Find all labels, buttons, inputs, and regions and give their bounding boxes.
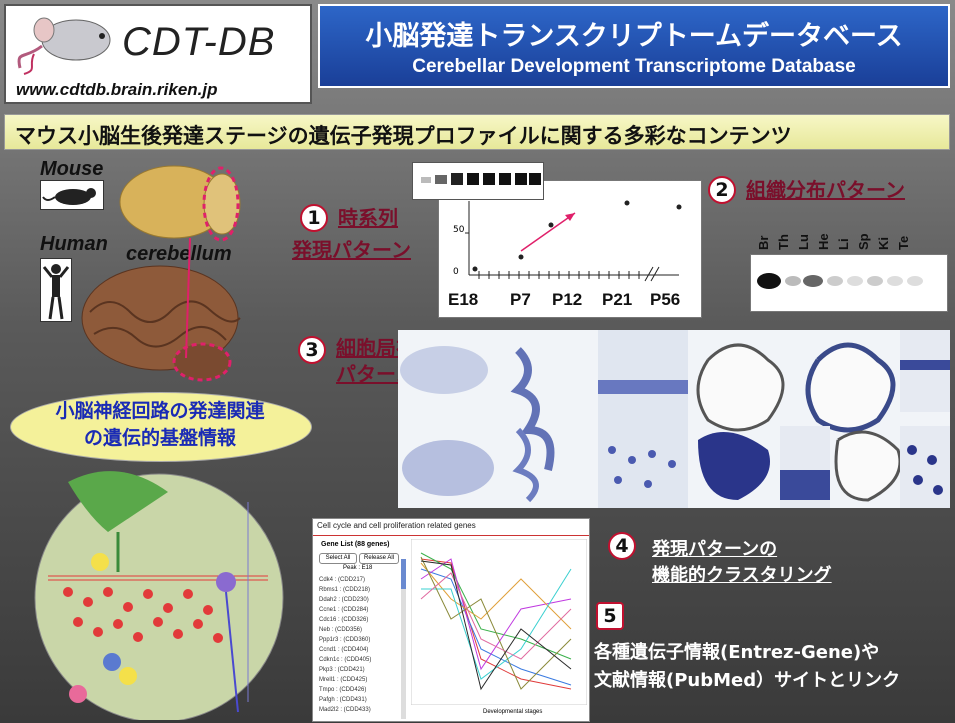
list-item[interactable]: Pafgh : (CDD431) xyxy=(319,697,367,703)
human-silhouette-icon xyxy=(40,258,72,322)
mouse-brain-image xyxy=(119,165,241,242)
logo-url-link[interactable]: www.cdtdb.brain.riken.jp xyxy=(16,80,218,99)
item-2-link[interactable]: 組織分布パターン xyxy=(746,178,905,202)
info-oval xyxy=(10,392,312,462)
x-tick-e18: E18 xyxy=(448,290,479,309)
mouse-label: Mouse xyxy=(40,158,104,180)
peak-label: Peak : E18 xyxy=(343,565,373,571)
x-tick-p7: P7 xyxy=(510,290,531,309)
list-item[interactable]: Ppp1r3 : (CDD360) xyxy=(319,637,371,643)
list-item[interactable]: Ccnd1 : (CDD404) xyxy=(319,647,369,653)
connector-line xyxy=(185,238,191,358)
logo-title: CDT-DB xyxy=(122,20,276,64)
x-axis-label: Developmental stages xyxy=(483,709,543,715)
item-1-link[interactable]: 時系列 xyxy=(338,206,398,230)
info-oval-text: 小脳神経回路の発達関連 の遺伝的基盤情報 xyxy=(10,398,310,452)
subtitle-text: マウス小脳生後発達ステージの遺伝子発現プロファイルに関する多彩なコンテンツ xyxy=(15,124,792,148)
x-tick-p21: P21 xyxy=(602,290,633,309)
y-tick-50: 50 xyxy=(453,225,465,235)
item-1-link-line2[interactable]: 発現パターン xyxy=(292,238,411,262)
y-tick-0: 0 xyxy=(453,267,459,277)
list-item[interactable]: Pkp3 : (CDD421) xyxy=(319,667,365,673)
list-item[interactable]: Cdkn1c : (CDD405) xyxy=(319,657,372,663)
list-item[interactable]: Mrell1 : (CDD425) xyxy=(319,677,368,683)
app-title: Cell cycle and cell proliferation relate… xyxy=(317,521,476,530)
page-title: 小脳発達トランスクリプトームデータベース xyxy=(365,21,903,52)
item-3-number: 3 xyxy=(298,336,326,364)
tissue-br: Br xyxy=(756,235,771,250)
select-all-button[interactable]: Select All xyxy=(319,553,357,564)
tissue-th: Th xyxy=(776,234,791,250)
list-scrollbar[interactable] xyxy=(401,559,406,719)
tissue-sp: Sp xyxy=(856,233,871,250)
title-banner: 小脳発達トランスクリプトームデータベース Cerebellar Developm… xyxy=(318,4,950,88)
gene-list: Cdk4 : (CDD217) Rbms1 : (CDD218) Ddah2 :… xyxy=(319,575,399,715)
list-item[interactable]: Mad2l2 : (CDD433) xyxy=(319,707,371,713)
cluster-line-plot xyxy=(411,539,587,705)
release-all-button[interactable]: Release All xyxy=(359,553,399,564)
mouse-silhouette-icon xyxy=(40,180,104,210)
item-5-text-line2: 文献情報(PubMed）サイトとリンク xyxy=(594,670,901,691)
clustering-app-screenshot: Cell cycle and cell proliferation relate… xyxy=(312,518,590,722)
tissue-te: Te xyxy=(896,235,911,250)
logo-panel: CDT-DB www.cdtdb.brain.riken.jp xyxy=(4,4,312,104)
info-oval-line2: の遺伝的基盤情報 xyxy=(83,427,236,449)
mouse-logo-icon xyxy=(17,17,111,75)
item-4-link-line2[interactable]: 機能的クラスタリング xyxy=(652,565,832,586)
list-item[interactable]: Rbms1 : (CDD218) xyxy=(319,587,371,593)
histology-panel xyxy=(398,330,950,508)
tissue-lu: Lu xyxy=(796,234,811,250)
item-5-number: 5 xyxy=(596,602,624,630)
list-item[interactable]: Neb : (CDD356) xyxy=(319,627,363,633)
subtitle-bar: マウス小脳生後発達ステージの遺伝子発現プロファイルに関する多彩なコンテンツ xyxy=(4,114,950,150)
x-tick-p12: P12 xyxy=(552,290,583,309)
list-item[interactable]: Ddah2 : (CDD230) xyxy=(319,597,369,603)
item-5-text: 各種遺伝子情報(Entrez-Gene)や xyxy=(594,642,880,663)
human-brain-image xyxy=(81,265,241,382)
tissue-he: He xyxy=(816,233,831,250)
gene-list-header: Gene List (88 genes) xyxy=(321,541,390,548)
page-title-english: Cerebellar Development Transcriptome Dat… xyxy=(412,56,856,77)
info-oval-line1: 小脳神経回路の発達関連 xyxy=(55,400,265,422)
item-2-number: 2 xyxy=(708,176,736,204)
cerebellum-label: cerebellum xyxy=(126,243,232,265)
time-series-graph: 50 0 xyxy=(438,180,702,318)
x-tick-p56: P56 xyxy=(650,290,681,309)
list-item[interactable]: Cdk4 : (CDD217) xyxy=(319,577,366,583)
list-item[interactable]: Cdc16 : (CDD326) xyxy=(319,617,369,623)
human-label: Human xyxy=(40,233,108,255)
neural-circuit-illustration xyxy=(34,471,284,720)
item-4-number: 4 xyxy=(608,532,636,560)
tissue-ki: Ki xyxy=(876,237,891,250)
item-1-number: 1 xyxy=(300,204,328,232)
gel-band-image xyxy=(412,162,544,200)
item-4-link[interactable]: 発現パターンの xyxy=(652,539,778,560)
list-item[interactable]: Ccne1 : (CDD284) xyxy=(319,607,369,613)
list-item[interactable]: Tmpo : (CDD426) xyxy=(319,687,367,693)
tissue-blot-image xyxy=(750,254,948,312)
tissue-li: Li xyxy=(836,238,851,250)
divider xyxy=(313,535,589,536)
